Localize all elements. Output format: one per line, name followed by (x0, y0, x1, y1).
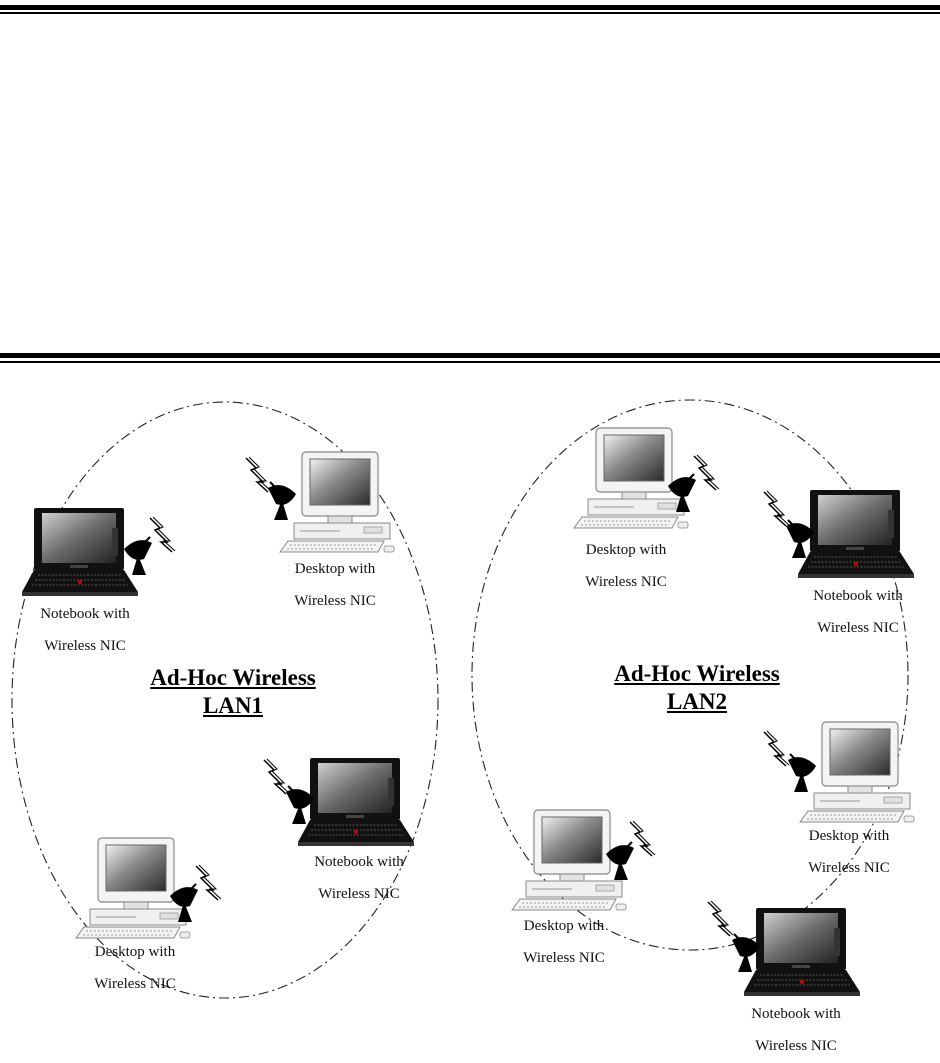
caption-line2: Wireless NIC (94, 976, 176, 992)
caption-line1: Desktop with (94, 944, 176, 960)
lan2-notebook-1-signal-icon (763, 490, 790, 527)
top-rule-thick (0, 5, 940, 10)
top-rule-thin (0, 12, 940, 14)
lan1-notebook-1-antenna-icon (123, 536, 153, 576)
lan2-desktop-3-icon (511, 809, 627, 911)
caption-line2: Wireless NIC (294, 593, 376, 609)
lan2-title-line2: LAN2 (666, 689, 728, 714)
caption-line1: Desktop with (585, 542, 667, 558)
lan2-notebook-2-antenna-icon (731, 933, 761, 973)
lan2-desktop-2-icon (799, 721, 915, 823)
lan1-desktop-2-icon (75, 837, 191, 939)
caption-line1: Desktop with (523, 918, 605, 934)
caption-line1: Desktop with (808, 828, 890, 844)
lan1-notebook-1-signal-icon (149, 516, 176, 553)
lan2-notebook-2-caption: Notebook with Wireless NIC (731, 998, 861, 1062)
lan2-desktop-1-icon (573, 427, 689, 529)
lan1-desktop-1-signal-icon (245, 456, 272, 493)
lan2-desktop-2-caption: Desktop with Wireless NIC (784, 820, 914, 884)
caption-line2: Wireless NIC (755, 1038, 837, 1054)
caption-line2: Wireless NIC (808, 860, 890, 876)
lan2-notebook-1-antenna-icon (785, 519, 815, 559)
mid-rule-thick (0, 353, 940, 358)
lan2-desktop-1-caption: Desktop with Wireless NIC (561, 534, 691, 598)
lan1-boundary (11, 401, 439, 999)
lan1-title-line2: LAN1 (202, 693, 264, 718)
caption-line2: Wireless NIC (318, 886, 400, 902)
lan1-notebook-2-signal-icon (263, 758, 290, 795)
lan2-title: Ad-Hoc Wireless LAN2 (582, 660, 812, 716)
lan1-notebook-1-caption: Notebook with Wireless NIC (20, 598, 150, 662)
caption-line2: Wireless NIC (817, 620, 899, 636)
lan1-desktop-1-caption: Desktop with Wireless NIC (270, 553, 400, 617)
caption-line1: Notebook with (813, 588, 903, 604)
caption-line2: Wireless NIC (585, 574, 667, 590)
lan2-desktop-3-caption: Desktop with Wireless NIC (499, 910, 629, 974)
lan1-desktop-1-icon (279, 451, 395, 553)
lan2-desktop-2-antenna-icon (787, 753, 817, 793)
caption-line2: Wireless NIC (44, 638, 126, 654)
lan2-desktop-3-signal-icon (629, 820, 656, 857)
caption-line1: Notebook with (40, 606, 130, 622)
lan1-notebook-1-icon (21, 507, 139, 597)
caption-line1: Notebook with (751, 1006, 841, 1022)
caption-line1: Notebook with (314, 854, 404, 870)
mid-rule-thin (0, 361, 940, 363)
lan1-notebook-2-caption: Notebook with Wireless NIC (294, 846, 424, 910)
lan1-notebook-2-icon (297, 757, 415, 847)
lan1-desktop-2-caption: Desktop with Wireless NIC (70, 936, 200, 1000)
lan2-desktop-1-signal-icon (693, 454, 720, 491)
lan2-desktop-2-signal-icon (763, 730, 790, 767)
lan2-boundary (471, 399, 909, 951)
lan1-title-line1: Ad-Hoc Wireless (150, 665, 316, 690)
lan2-notebook-1-caption: Notebook with Wireless NIC (793, 580, 923, 644)
lan1-desktop-1-antenna-icon (267, 481, 297, 521)
lan2-notebook-2-icon (743, 907, 861, 997)
lan1-notebook-2-antenna-icon (285, 785, 315, 825)
lan2-title-line1: Ad-Hoc Wireless (614, 661, 780, 686)
lan2-notebook-2-signal-icon (707, 900, 734, 937)
lan2-notebook-1-icon (797, 489, 915, 579)
lan1-desktop-2-signal-icon (195, 864, 222, 901)
caption-line2: Wireless NIC (523, 950, 605, 966)
caption-line1: Desktop with (294, 561, 376, 577)
lan1-title: Ad-Hoc Wireless LAN1 (118, 664, 348, 720)
